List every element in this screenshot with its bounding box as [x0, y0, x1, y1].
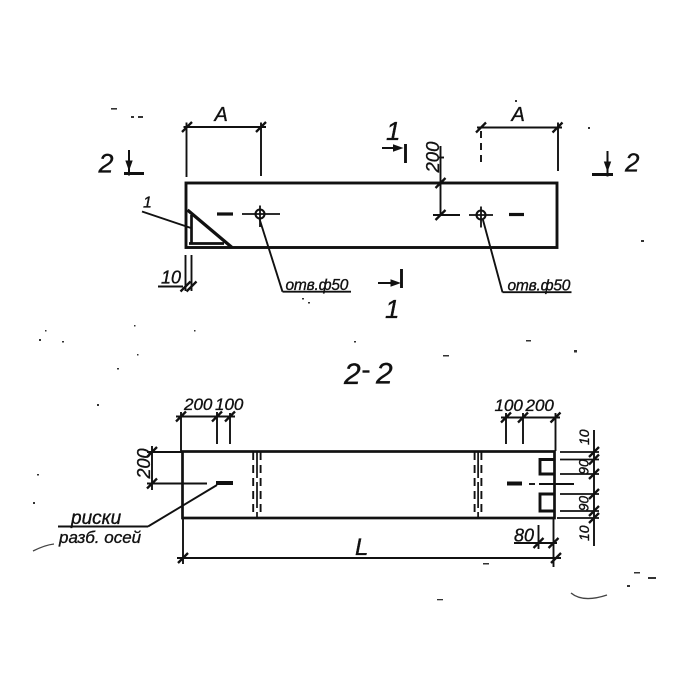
svg-text:100: 100	[495, 396, 524, 415]
svg-text:1: 1	[386, 116, 400, 146]
svg-text:200: 200	[134, 448, 154, 479]
svg-text:2: 2	[624, 148, 640, 178]
svg-text:90: 90	[577, 495, 592, 511]
svg-text:A: A	[214, 104, 228, 126]
svg-text:2: 2	[98, 149, 114, 179]
svg-text:200: 200	[422, 141, 443, 174]
svg-text:риски: риски	[70, 508, 122, 529]
svg-text:отв.ф50: отв.ф50	[286, 277, 349, 294]
svg-text:200: 200	[525, 396, 555, 415]
svg-text:100: 100	[215, 395, 244, 414]
svg-text:10: 10	[161, 268, 181, 288]
svg-text:отв.ф50: отв.ф50	[508, 278, 571, 295]
svg-text:200: 200	[183, 395, 213, 414]
svg-text:10: 10	[576, 525, 592, 541]
svg-text:2: 2	[343, 358, 361, 391]
svg-text:1: 1	[385, 294, 399, 324]
svg-text:L: L	[355, 534, 368, 561]
svg-text:2: 2	[375, 358, 393, 391]
svg-text:90: 90	[577, 459, 592, 475]
svg-text:A: A	[511, 104, 525, 126]
svg-text:разб. осей: разб. осей	[58, 528, 142, 547]
svg-text:80: 80	[514, 526, 534, 546]
svg-text:1: 1	[143, 195, 152, 212]
svg-text:10: 10	[576, 429, 592, 445]
